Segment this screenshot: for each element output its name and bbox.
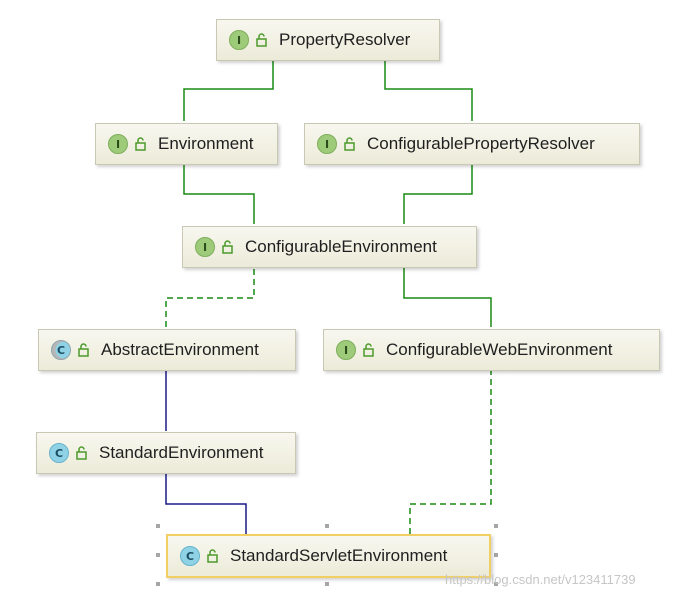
node-standard-environment[interactable]: C StandardEnvironment — [36, 432, 296, 474]
interface-icon: I — [317, 134, 337, 154]
selection-handle[interactable] — [325, 582, 329, 586]
abstract-class-icon: C — [51, 340, 71, 360]
node-label: ConfigurableEnvironment — [245, 237, 437, 256]
node-label: AbstractEnvironment — [101, 340, 259, 359]
watermark: https://blog.csdn.net/v123411739 — [445, 572, 636, 587]
class-icon: C — [49, 443, 69, 463]
selection-handle[interactable] — [156, 524, 160, 528]
edge-environment-to-property-resolver — [183, 50, 279, 121]
public-lock-icon — [78, 343, 89, 357]
node-abstract-environment[interactable]: C AbstractEnvironment — [38, 329, 296, 371]
node-label: StandardServletEnvironment — [230, 546, 448, 565]
edge-configurable-property-resolver-to-property-resolver — [379, 50, 473, 121]
edge-standard-servlet-environment-to-configurable-web-environment — [409, 360, 497, 534]
node-environment[interactable]: I Environment — [95, 123, 278, 165]
public-lock-icon — [363, 343, 374, 357]
interface-icon: I — [336, 340, 356, 360]
selection-handle[interactable] — [156, 553, 160, 557]
selection-handle[interactable] — [494, 553, 498, 557]
class-icon: C — [180, 546, 200, 566]
node-configurable-property-resolver[interactable]: I ConfigurablePropertyResolver — [304, 123, 640, 165]
public-lock-icon — [344, 137, 355, 151]
public-lock-icon — [207, 549, 218, 563]
node-configurable-environment[interactable]: I ConfigurableEnvironment — [182, 226, 477, 268]
public-lock-icon — [135, 137, 146, 151]
node-configurable-web-environment[interactable]: I ConfigurableWebEnvironment — [323, 329, 660, 371]
node-property-resolver[interactable]: I PropertyResolver — [216, 19, 440, 61]
edge-configurable-environment-to-configurable-property-resolver — [403, 154, 478, 224]
interface-icon: I — [229, 30, 249, 50]
edge-configurable-environment-to-environment — [178, 154, 255, 224]
node-label: ConfigurablePropertyResolver — [367, 134, 595, 153]
edge-standard-servlet-environment-to-standard-environment — [160, 463, 247, 534]
selection-handle[interactable] — [494, 582, 498, 586]
public-lock-icon — [76, 446, 87, 460]
selection-handle[interactable] — [156, 582, 160, 586]
node-standard-servlet-environment[interactable]: C StandardServletEnvironment — [166, 534, 491, 578]
node-label: Environment — [158, 134, 254, 153]
public-lock-icon — [256, 33, 267, 47]
interface-icon: I — [108, 134, 128, 154]
selection-handle[interactable] — [494, 524, 498, 528]
public-lock-icon — [222, 240, 233, 254]
node-label: StandardEnvironment — [99, 443, 264, 462]
node-label: ConfigurableWebEnvironment — [386, 340, 613, 359]
node-label: PropertyResolver — [279, 30, 411, 49]
selection-handle[interactable] — [325, 524, 329, 528]
edge-abstract-environment-to-configurable-environment — [165, 257, 260, 327]
interface-icon: I — [195, 237, 215, 257]
edge-configurable-web-environment-to-configurable-environment — [398, 257, 492, 327]
